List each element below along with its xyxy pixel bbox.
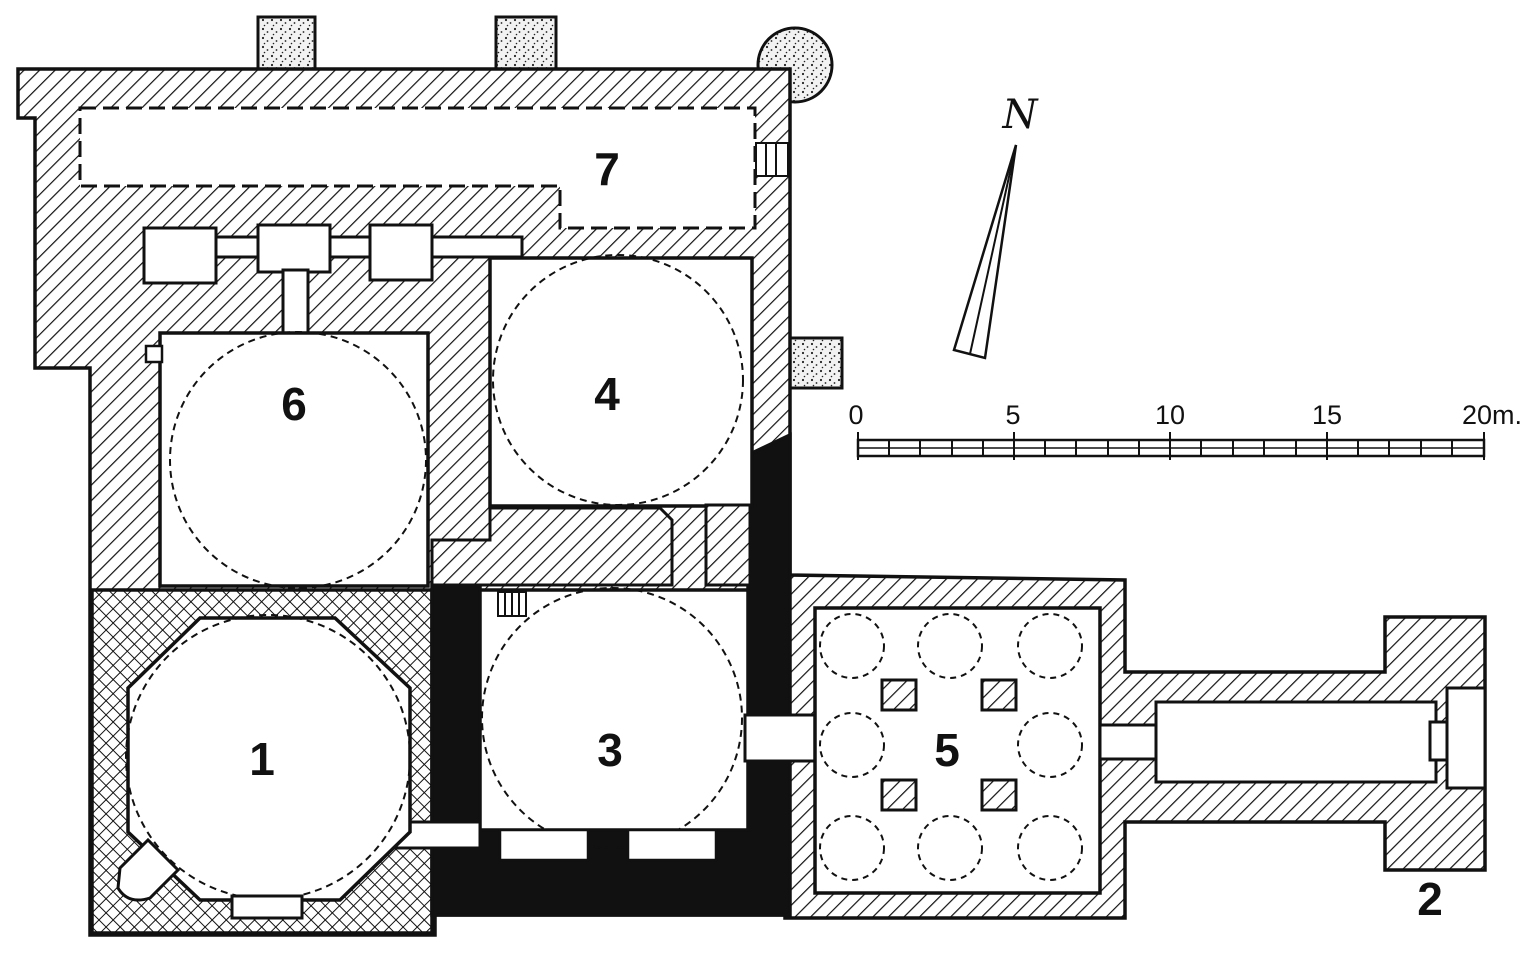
room-6-niche [144, 344, 164, 364]
cell-corridor [142, 223, 524, 338]
room-label-5: 5 [934, 724, 960, 776]
room-5-domes [819, 613, 1083, 881]
scale-tick-10: 10 [1155, 400, 1185, 430]
room-labels: 1 2 3 4 5 6 7 [249, 143, 1443, 925]
room-4-dome [492, 254, 744, 506]
buttress-north-center [494, 15, 558, 71]
room-3-stair [497, 591, 527, 617]
room-label-7: 7 [594, 143, 620, 195]
room-1-exit [116, 837, 181, 902]
north-arrow-needle [952, 144, 1018, 360]
room-4-south-wall [430, 506, 674, 587]
scale-tick-15: 15 [1312, 400, 1342, 430]
room-label-4: 4 [594, 368, 620, 420]
room-4 [488, 256, 754, 508]
room-6-dome [169, 331, 427, 589]
room-label-6: 6 [281, 378, 307, 430]
room-label-3: 3 [597, 724, 623, 776]
room-label-2: 2 [1417, 873, 1443, 925]
passage-to-2 [1098, 723, 1162, 761]
room-5-piers [880, 678, 1018, 812]
portal-2-niche [1445, 686, 1487, 790]
room-6 [158, 331, 430, 588]
hall-long [1154, 700, 1438, 784]
corridor-3-to-5 [743, 713, 827, 763]
room-5 [813, 606, 1102, 895]
buttress-east [788, 336, 844, 390]
room-1-south-niche [230, 894, 304, 920]
north-stair [755, 142, 789, 177]
scale-tick-20m: 20m. [1462, 400, 1522, 430]
north-arrow: N [952, 92, 1040, 360]
scale-tick-0: 0 [848, 400, 863, 430]
scale-bar: 0 5 10 15 20m. [848, 400, 1522, 460]
room-1 [126, 616, 412, 902]
room-3-dome [481, 587, 743, 849]
buttress-north-west [256, 15, 317, 71]
room-label-1: 1 [249, 733, 275, 785]
scale-tick-5: 5 [1005, 400, 1020, 430]
solid-black-zone [430, 564, 482, 832]
scale-bar-ticks [857, 432, 1485, 460]
room-3 [478, 588, 750, 832]
room-7-outline [78, 106, 757, 230]
room-3-bays [498, 828, 718, 862]
north-arrow-label: N [1002, 92, 1040, 138]
room-4-passage-pier [704, 503, 752, 587]
